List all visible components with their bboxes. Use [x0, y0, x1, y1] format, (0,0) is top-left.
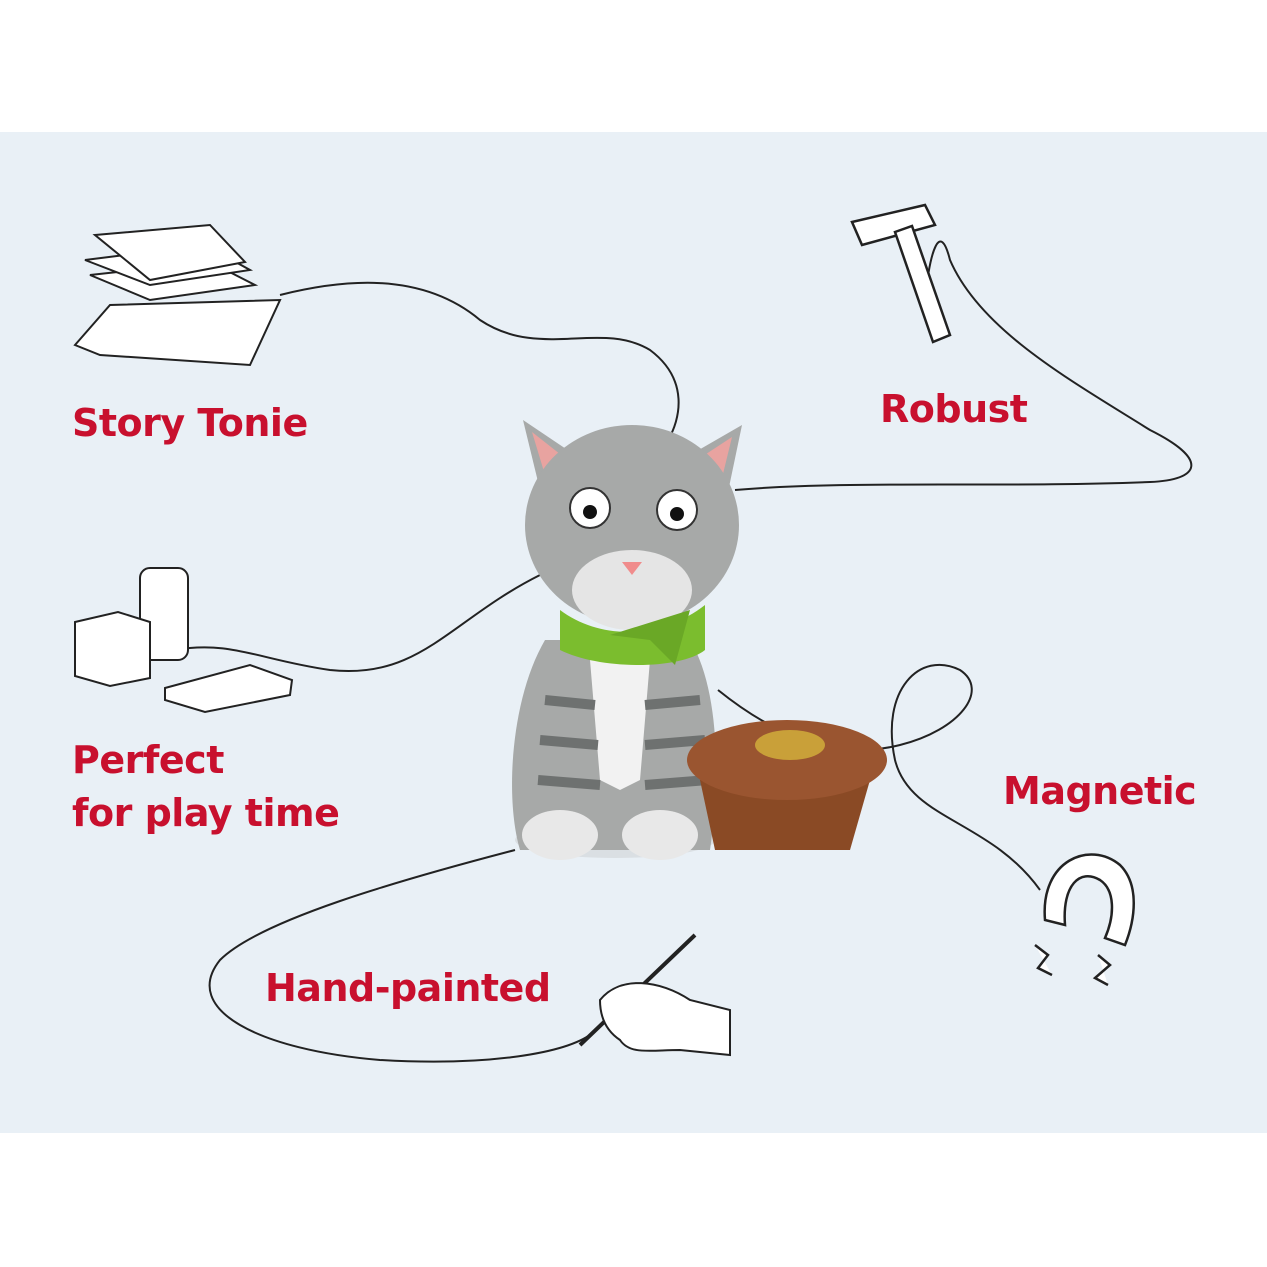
magnet-icon [1034, 853, 1135, 987]
label-magnetic: Magnetic [1003, 769, 1197, 813]
label-hand-painted: Hand-painted [265, 966, 551, 1010]
books-icon [73, 223, 282, 367]
basket [687, 720, 887, 850]
blocks-icon [74, 567, 294, 714]
hammer-icon [850, 203, 952, 344]
label-story-tonie: Story Tonie [72, 401, 308, 445]
hand-brush-icon [578, 933, 731, 1057]
label-perfect: Perfect [72, 738, 224, 782]
cat-figurine [512, 420, 742, 860]
label-robust: Robust [880, 387, 1028, 431]
label-play-time: for play time [72, 791, 340, 835]
